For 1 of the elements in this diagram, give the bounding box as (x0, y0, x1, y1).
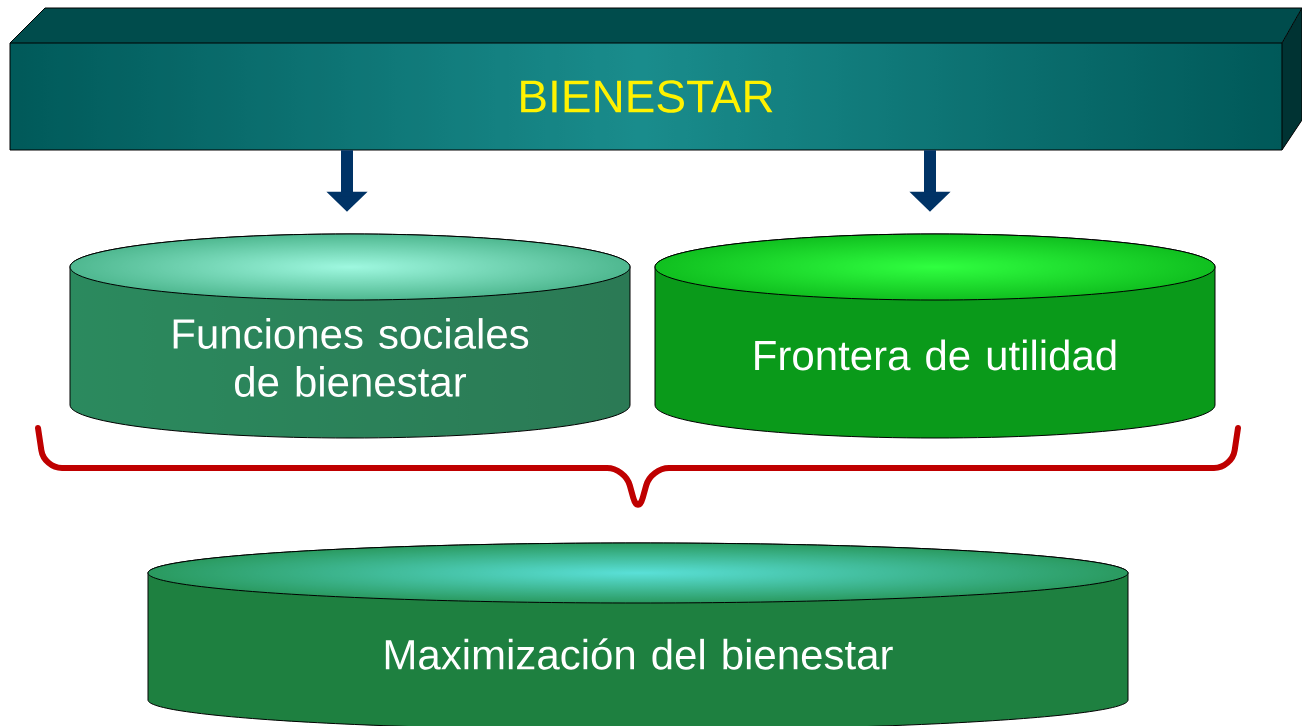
header-bar: BIENESTAR (9, 7, 1302, 151)
